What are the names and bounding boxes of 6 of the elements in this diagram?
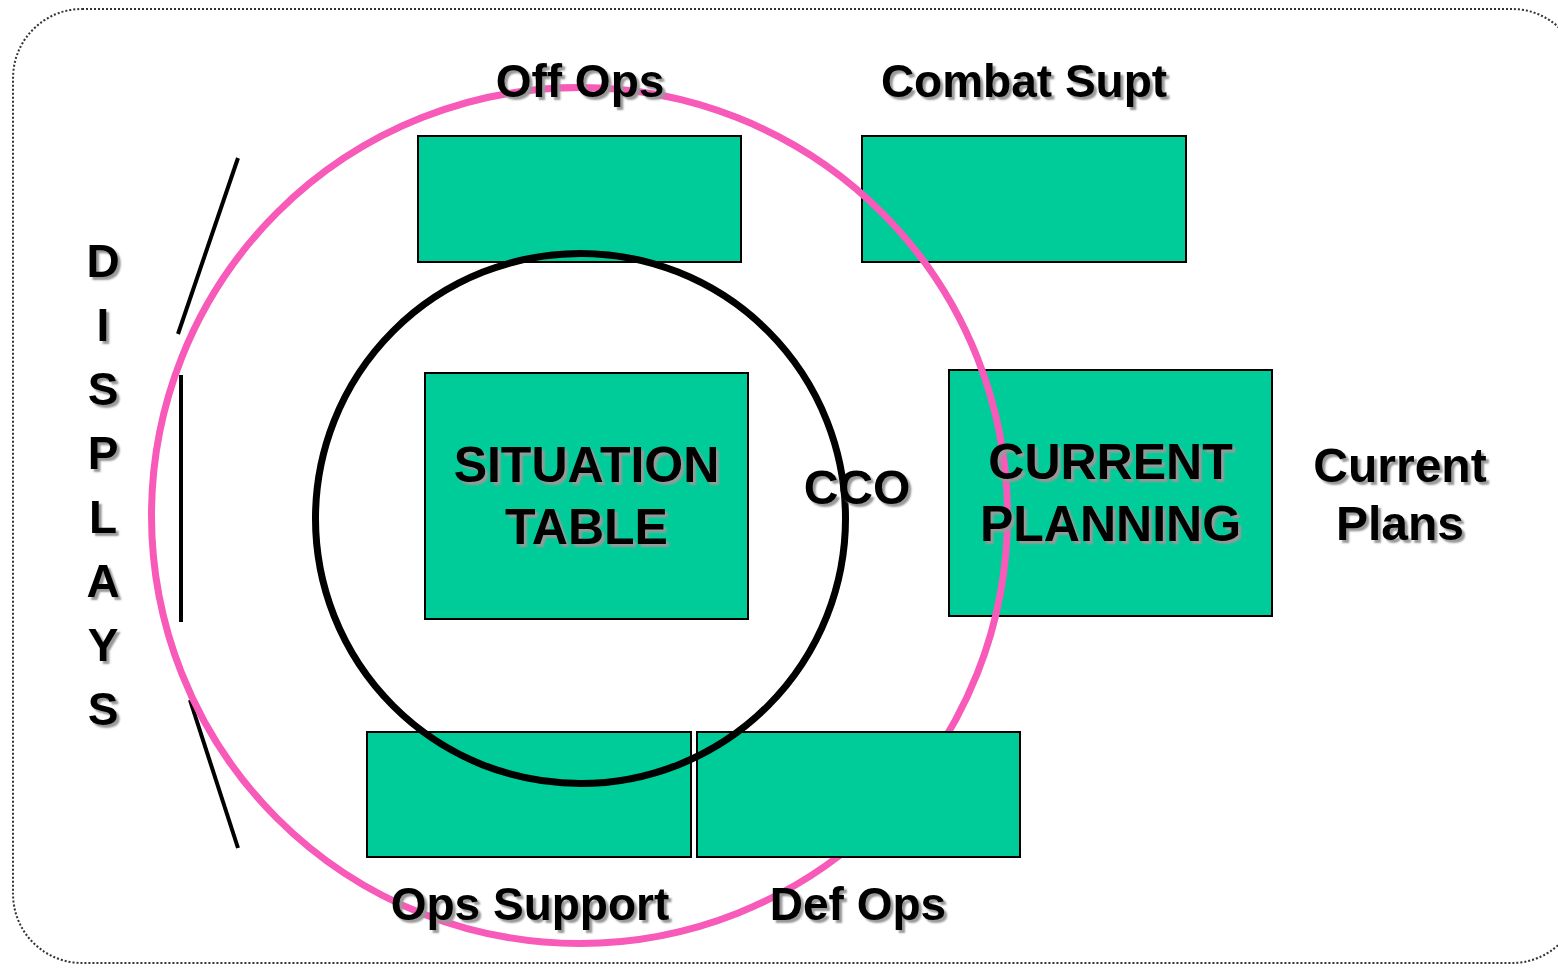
area-heading: Def Ops <box>769 877 947 933</box>
area-heading: Combat Supt <box>880 54 1168 110</box>
area-box <box>424 372 749 620</box>
vertical-label: DISPLAYS <box>85 234 121 737</box>
side-caption: Current Plans <box>1312 438 1488 552</box>
box-label: SITUATION TABLE <box>452 435 721 557</box>
